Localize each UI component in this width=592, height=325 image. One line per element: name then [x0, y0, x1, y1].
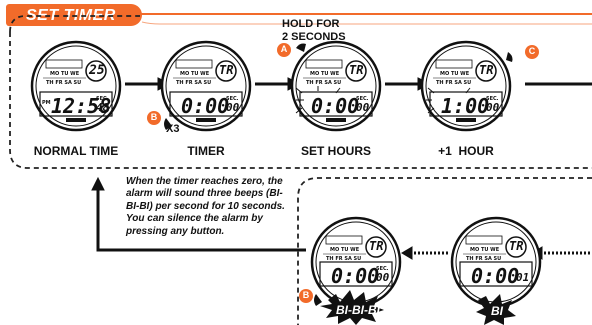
button-a-label: A	[280, 44, 288, 54]
day-row-bottom: TH FR SA SU	[306, 80, 342, 86]
mode-badge: TR	[369, 239, 384, 253]
mode-badge: TR	[479, 63, 494, 77]
page-title: SET TIMER	[26, 7, 116, 24]
upper-dashed-frame	[9, 15, 592, 169]
seconds-display: 00	[376, 271, 390, 284]
day-row-bottom: TH FR SA SU	[466, 256, 502, 262]
caption-normal-time: NORMAL TIME	[33, 144, 119, 158]
watch-set-hours	[290, 40, 382, 132]
hold-instruction: HOLD FOR 2 SECONDS	[282, 18, 346, 43]
watch-alarm	[310, 216, 402, 308]
sec-label: SEC.	[96, 96, 109, 102]
time-display: 1:00	[441, 94, 490, 118]
time-display: 0:00	[471, 264, 520, 288]
seconds-display: 00	[226, 101, 240, 114]
caption-plus-one-hour: +1 HOUR	[438, 144, 494, 158]
mode-badge: TR	[349, 63, 364, 77]
seconds-display: 01	[516, 271, 530, 284]
button-b-label: B	[150, 112, 158, 122]
day-row-top: MO TU WE	[50, 71, 80, 77]
press-count: X3	[166, 123, 180, 135]
button-c-marker	[525, 45, 539, 59]
caption-timer: TIMER	[187, 144, 225, 158]
day-row-bottom: TH FR SA SU	[176, 80, 212, 86]
watch-normal-time	[30, 40, 122, 132]
caption-set-hours: SET HOURS	[300, 144, 371, 158]
button-b-marker-bottom	[299, 289, 313, 303]
beep-label-triple: BI-BI-BI	[336, 303, 380, 317]
lower-dashed-frame	[297, 177, 592, 325]
return-arrow	[91, 176, 306, 252]
day-row-bottom: TH FR SA SU	[436, 80, 472, 86]
button-b-label-bottom: B	[302, 290, 310, 300]
day-row-top: MO TU WE	[180, 71, 210, 77]
sec-label: SEC.	[226, 96, 239, 102]
time-display: 0:00	[311, 94, 360, 118]
date-display: 25	[89, 63, 105, 78]
time-display: 12:58	[51, 94, 112, 118]
mode-badge: TR	[219, 63, 234, 77]
seconds-display: 00	[356, 101, 370, 114]
day-row-top: MO TU WE	[330, 247, 360, 253]
button-c-label: C	[528, 46, 536, 56]
time-display: 0:00	[331, 264, 380, 288]
sec-label: SEC.	[376, 266, 389, 272]
beep-burst-single	[476, 294, 516, 325]
seconds-display: 00	[486, 101, 500, 114]
watch-timer	[160, 40, 252, 132]
watch-plus-one-hour	[420, 40, 513, 132]
button-a-marker	[277, 43, 291, 57]
sec-label: SEC.	[356, 96, 369, 102]
button-markers	[147, 43, 539, 303]
day-row-bottom: TH FR SA SU	[46, 80, 82, 86]
beep-label-single: BI	[491, 304, 503, 318]
day-row-top: MO TU WE	[440, 71, 470, 77]
day-row-bottom: TH FR SA SU	[326, 256, 362, 262]
alarm-note: When the timer reaches zero, the alarm w…	[126, 176, 285, 237]
sec-label: SEC.	[486, 96, 499, 102]
day-row-top: MO TU WE	[470, 247, 500, 253]
watch-countdown	[450, 216, 542, 308]
title-banner	[6, 4, 142, 26]
mode-badge: TR	[509, 239, 524, 253]
button-b-marker	[147, 111, 161, 125]
day-row-top: MO TU WE	[310, 71, 340, 77]
time-display: 0:00	[181, 94, 230, 118]
beep-burst-triple	[320, 290, 384, 325]
pm-indicator: PM	[42, 100, 51, 106]
seconds-display: 48	[96, 101, 110, 114]
